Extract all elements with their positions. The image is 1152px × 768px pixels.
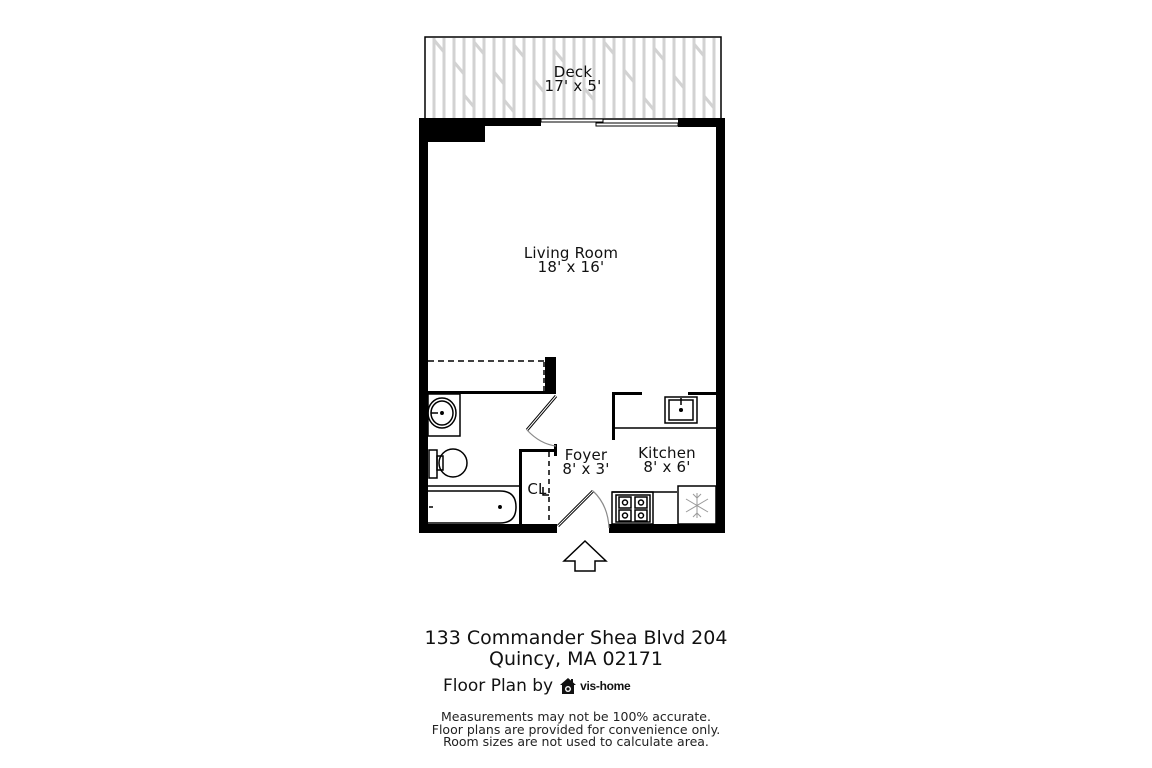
address-line-1: 133 Commander Shea Blvd 204	[424, 627, 728, 649]
toilet	[428, 448, 468, 479]
room-size: 8' x 3'	[562, 460, 610, 478]
room-name: CL	[527, 480, 547, 498]
room-label-deck: Deck 17' x 5'	[523, 63, 623, 95]
brand-name: vis-home	[580, 679, 631, 693]
room-label-closet: CL	[524, 480, 550, 498]
room-label-foyer: Foyer 8' x 3'	[549, 446, 623, 478]
room-size: 17' x 5'	[544, 77, 602, 95]
room-size: 18' x 16'	[537, 258, 605, 276]
stove	[611, 491, 677, 525]
bathroom-sink	[427, 393, 461, 437]
disclaimer-line: Floor plans are provided for convenience…	[431, 721, 721, 737]
room-label-kitchen: Kitchen 8' x 6'	[624, 444, 710, 476]
walls	[419, 118, 725, 533]
entry-arrow-icon	[562, 539, 608, 572]
kitchen-counter	[615, 396, 716, 429]
room-name: Foyer	[564, 446, 608, 464]
room-name: Living Room	[523, 244, 619, 262]
house-camera-icon	[560, 678, 577, 694]
floor-plan-by-label: Floor Plan by	[443, 676, 554, 696]
deck-area	[424, 36, 722, 120]
disclaimer: Measurements may not be 100% accurate. F…	[0, 709, 1152, 749]
room-name: Deck	[553, 63, 593, 81]
bathtub	[428, 485, 519, 524]
sliding-door	[540, 118, 679, 127]
disclaimer-line: Room sizes are not used to calculate are…	[443, 734, 709, 749]
disclaimer-line: Measurements may not be 100% accurate.	[441, 709, 711, 724]
refrigerator	[677, 485, 717, 525]
room-label-living-room: Living Room 18' x 16'	[506, 244, 636, 276]
room-size: 8' x 6'	[643, 458, 691, 476]
room-name: Kitchen	[638, 444, 696, 462]
brand-logo: vis-home	[559, 677, 631, 695]
floor-plan-credit: Floor Plan by vis-home	[443, 676, 631, 696]
entry-door	[556, 489, 610, 529]
bathroom-door	[525, 395, 558, 447]
address-line-2: Quincy, MA 02171	[489, 648, 663, 670]
